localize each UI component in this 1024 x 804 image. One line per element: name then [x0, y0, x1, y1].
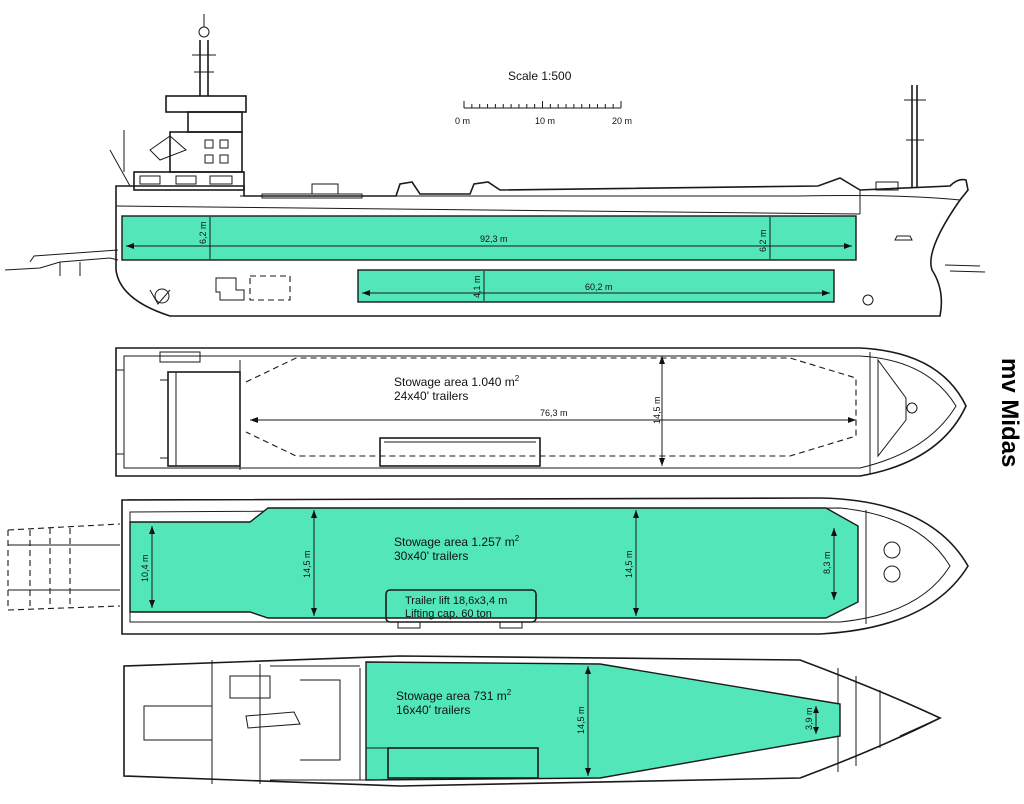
deck3-width-fwd: 3,9 m [804, 707, 814, 730]
deck1-width: 14,5 m [652, 396, 662, 424]
deck2-trailers-label: 30x40' trailers [394, 549, 468, 563]
superstructure [109, 14, 363, 199]
profile-view: 92,3 m 6,2 m 6,2 m 60,2 m 4,1 m [4, 14, 986, 317]
deck3-width: 14,5 m [576, 706, 586, 734]
forward-mast [875, 85, 926, 191]
lower-hold-length: 60,2 m [585, 282, 613, 292]
deck3-area-label: Stowage area 731 m2 [396, 688, 512, 703]
deck3-trailers-label: 16x40' trailers [396, 703, 470, 717]
trailer-lift-size: Trailer lift 18,6x3,4 m [405, 595, 507, 607]
scale-bar: Scale 1:500 0 m 10 m 20 m [455, 69, 632, 126]
lower-hold-stowage-area [357, 269, 835, 303]
deck1-trailers-label: 24x40' trailers [394, 389, 468, 403]
upper-deck-height-aft: 6,2 m [198, 221, 208, 244]
scale-tick-20: 20 m [612, 116, 632, 126]
deck2-width-fwd: 8,3 m [822, 551, 832, 574]
upper-deck-height-fwd: 6,2 m [758, 229, 768, 252]
deck3-plan: 14,5 m 3,9 m Stowage area 731 m2 16x40' … [123, 655, 942, 787]
upper-deck-length: 92,3 m [480, 234, 508, 244]
deck1-length: 76,3 m [540, 408, 568, 418]
deck2-plan: Trailer lift 18,6x3,4 m Lifting cap. 60 … [7, 497, 969, 635]
trailer-lift-capacity: Lifting cap. 60 ton [405, 608, 492, 620]
deck2-width-aft: 10,4 m [140, 554, 150, 582]
lower-hold-height: 4,1 m [472, 275, 482, 298]
scale-label: Scale 1:500 [508, 69, 572, 83]
vessel-name: mv Midas [996, 358, 1023, 467]
deck2-stowage-area [129, 507, 859, 619]
deck1-plan: 76,3 m 14,5 m Stowage area 1.040 m2 24x4… [115, 347, 967, 477]
scale-tick-0: 0 m [455, 116, 470, 126]
deck3-stowage-area [365, 661, 841, 781]
upper-deck-stowage-area [121, 215, 857, 261]
deck2-width-mid1: 14,5 m [302, 550, 312, 578]
deck1-area-label: Stowage area 1.040 m2 [394, 374, 520, 389]
deck2-area-label: Stowage area 1.257 m2 [394, 534, 520, 549]
trailer-lift [385, 589, 537, 623]
deck2-width-mid2: 14,5 m [624, 550, 634, 578]
scale-tick-10: 10 m [535, 116, 555, 126]
